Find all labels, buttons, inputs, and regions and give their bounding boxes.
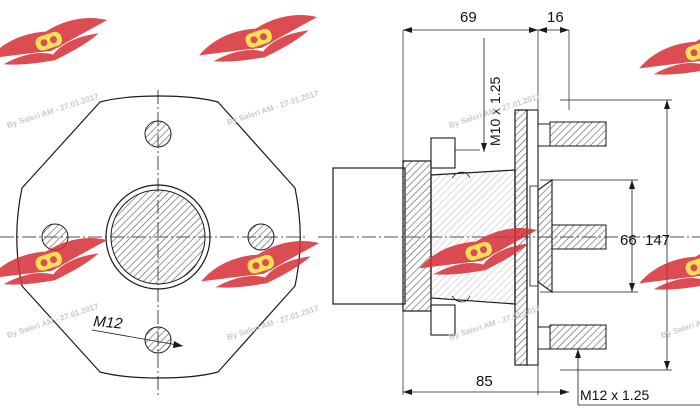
pilot — [537, 178, 553, 294]
stud-thread-text: M12 x 1.25 — [580, 387, 649, 403]
front-thread-label: M12 — [93, 313, 124, 333]
watermark-layer — [0, 5, 700, 306]
dim-text-16: 16 — [547, 9, 564, 26]
dim-text-147: 147 — [645, 232, 670, 249]
watermark-logo — [635, 18, 700, 91]
wheel-stud-bottom — [537, 324, 607, 350]
stud-hole-top — [144, 120, 172, 148]
hub-bore — [105, 184, 211, 290]
stud-hole-right — [247, 223, 275, 251]
svg-text:By Saleri AM - 27.01.2017: By Saleri AM - 27.01.2017 — [660, 302, 700, 340]
dimension-arrows — [403, 27, 670, 395]
svg-text:By Saleri AM - 27.01.2017: By Saleri AM - 27.01.2017 — [6, 92, 100, 130]
svg-text:By Saleri AM - 27.01.2017: By Saleri AM - 27.01.2017 — [226, 304, 320, 342]
watermark-logo — [0, 8, 115, 81]
watermark-logo — [195, 5, 325, 78]
flange-outline — [16, 95, 301, 379]
svg-text:By Saleri AM - 27.01.2017: By Saleri AM - 27.01.2017 — [6, 302, 100, 340]
bearing-housing — [332, 167, 406, 305]
stud-hole-bottom — [144, 326, 172, 354]
front-view — [0, 90, 305, 395]
side-view — [318, 29, 700, 406]
dim-text-66: 66 — [620, 232, 637, 249]
wheel-stud-top — [537, 121, 607, 147]
sensor-thread-text: M10 x 1.25 — [487, 77, 503, 146]
dim-text-69: 69 — [460, 9, 477, 26]
svg-text:By Saleri AM - 27.01.2017: By Saleri AM - 27.01.2017 — [226, 89, 320, 127]
bearing-ring — [402, 160, 432, 312]
sensor-boss — [430, 137, 456, 169]
wheel-stud-middle — [551, 224, 607, 250]
m12-leader — [91, 329, 184, 347]
svg-text:By Saleri AM - 27.01.2017: By Saleri AM - 27.01.2017 — [448, 304, 542, 342]
dim-text-85: 85 — [476, 373, 493, 390]
